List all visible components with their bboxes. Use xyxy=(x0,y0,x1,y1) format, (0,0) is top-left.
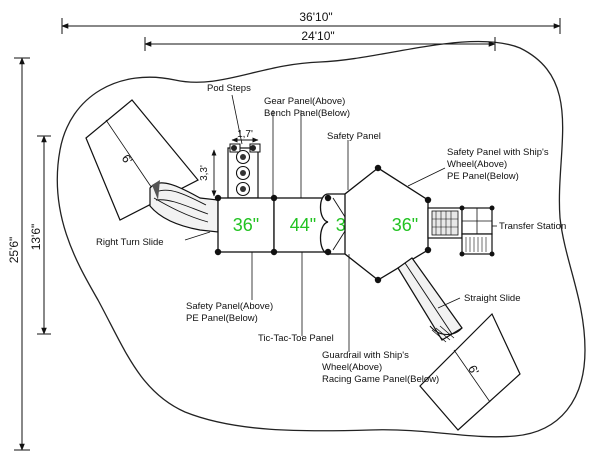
deck-height-label: 44" xyxy=(290,215,316,235)
callout-leaders xyxy=(184,94,497,352)
support-posts xyxy=(214,164,432,284)
pod-steps-callout: Pod Steps xyxy=(207,83,251,94)
deck-44: 44" xyxy=(273,197,329,253)
straight-slide xyxy=(397,257,463,343)
ship-wheel-callout-line3: PE Panel(Below) xyxy=(447,171,519,182)
deck-height-label: 36" xyxy=(233,215,259,235)
deck-36-left: 36" xyxy=(217,197,275,253)
inner-depth-dimension: 13'6" xyxy=(29,135,51,335)
right-slide-pad: 6' xyxy=(419,312,521,431)
overall-width-label: 36'10" xyxy=(299,10,332,24)
safety-panel-callout: Safety Panel xyxy=(327,131,381,142)
guardrail-callout-line1: Guardrail with Ship's xyxy=(322,350,409,361)
pod-steps-width-dimension: 1,7' xyxy=(237,129,253,140)
right-turn-slide-callout: Right Turn Slide xyxy=(96,237,164,248)
inner-width-dimension: 24'10" xyxy=(144,29,496,51)
gear-panel-callout: Gear Panel(Above) xyxy=(264,96,345,107)
tic-tac-toe-callout: Tic-Tac-Toe Panel xyxy=(258,333,334,344)
straight-slide-callout: Straight Slide xyxy=(464,293,521,304)
overall-depth-label: 25'6" xyxy=(7,237,21,264)
bench-panel-callout: Bench Panel(Below) xyxy=(264,108,350,119)
ship-wheel-callout-line1: Safety Panel with Ship's xyxy=(447,147,549,158)
guardrail-callout-line3: Racing Game Panel(Below) xyxy=(322,374,439,385)
overall-width-dimension: 36'10" xyxy=(61,10,561,34)
inner-depth-label: 13'6" xyxy=(29,224,43,251)
transfer-station xyxy=(427,205,495,257)
pod-steps: 1,7' 3,3' xyxy=(199,129,261,199)
safety-pe-callout-line1: Safety Panel(Above) xyxy=(186,301,273,312)
ship-wheel-callout-line2: Wheel(Above) xyxy=(447,159,507,170)
deck-height-label: 36" xyxy=(392,215,418,235)
guardrail-callout-line2: Wheel(Above) xyxy=(322,362,382,373)
inner-width-label: 24'10" xyxy=(301,29,334,43)
pod-steps-depth-dimension: 3,3' xyxy=(199,165,210,181)
overall-depth-dimension: 25'6" xyxy=(7,57,30,451)
transfer-station-callout: Transfer Station xyxy=(499,221,566,232)
safety-pe-callout-line2: PE Panel(Below) xyxy=(186,313,258,324)
